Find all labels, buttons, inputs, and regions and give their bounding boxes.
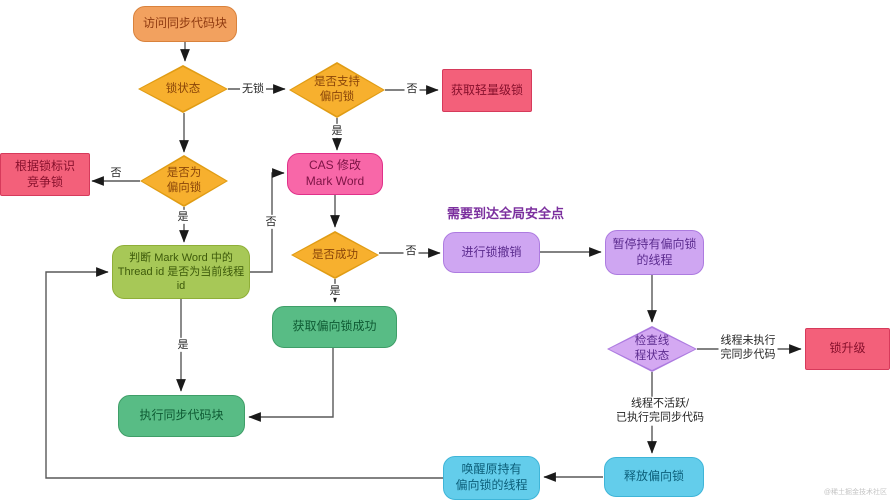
edge-label-yes: 是 <box>327 283 343 299</box>
node-label: 访问同步代码块 <box>142 16 227 31</box>
node-label: 释放偏向锁 <box>623 469 684 484</box>
edge-label-no: 否 <box>403 243 419 259</box>
node-get-biased-lock-success: 获取偏向锁成功 <box>272 306 397 348</box>
node-label: 获取偏向锁成功 <box>292 319 377 334</box>
node-get-lightweight-lock: 获取轻量级锁 <box>442 69 532 112</box>
node-judge-thread-id: 判断 Mark Word 中的 Thread id 是否为当前线程 id <box>112 245 250 299</box>
node-label: 检查线 程状态 <box>634 335 670 362</box>
node-label: 是否支持 偏向锁 <box>314 76 360 103</box>
node-wake-original-thread: 唤醒原持有 偏向锁的线程 <box>443 456 540 500</box>
edge-label-no: 否 <box>108 165 124 181</box>
node-label: 进行锁撤销 <box>461 244 522 259</box>
node-label: 执行同步代码块 <box>139 408 224 423</box>
node-label: 锁升级 <box>829 341 866 356</box>
node-lock-status: 锁状态 <box>138 65 228 113</box>
watermark: @稀土掘金技术社区 <box>823 489 887 496</box>
node-label: CAS 修改 Mark Word <box>305 158 365 188</box>
edge-label-thread-inactive: 线程不活跃/ 已执行完同步代码 <box>614 396 706 426</box>
edge-label-no: 否 <box>263 214 279 230</box>
node-release-biased-lock: 释放偏向锁 <box>604 457 704 497</box>
edge-label-no-lock: 无锁 <box>240 81 266 97</box>
edge-label-yes: 是 <box>329 123 345 139</box>
node-label: 锁状态 <box>165 82 201 95</box>
node-cas-success: 是否成功 <box>291 231 379 279</box>
node-cas-modify-markword: CAS 修改 Mark Word <box>287 153 383 195</box>
node-label: 唤醒原持有 偏向锁的线程 <box>455 462 528 492</box>
edge-label-thread-not-finished: 线程未执行 完同步代码 <box>718 333 778 363</box>
node-label: 根据锁标识 竞争锁 <box>14 158 75 189</box>
node-revoke-lock: 进行锁撤销 <box>443 232 540 273</box>
edge-label-yes: 是 <box>175 337 191 353</box>
node-label: 判断 Mark Word 中的 Thread id 是否为当前线程 id <box>117 251 245 293</box>
node-label: 是否为 偏向锁 <box>166 167 202 194</box>
node-pause-biased-thread: 暂停持有偏向锁 的线程 <box>605 230 704 275</box>
node-exec-sync-block: 执行同步代码块 <box>118 395 245 437</box>
node-is-biased-lock: 是否为 偏向锁 <box>140 155 228 207</box>
edge-label-no: 否 <box>404 81 420 97</box>
node-label: 是否成功 <box>312 248 358 261</box>
node-label: 暂停持有偏向锁 的线程 <box>612 236 697 267</box>
node-lock-upgrade: 锁升级 <box>805 328 890 370</box>
node-support-biased-lock: 是否支持 偏向锁 <box>289 62 385 118</box>
node-label: 获取轻量级锁 <box>450 82 523 97</box>
edge-label-yes: 是 <box>175 209 191 225</box>
node-compete-lock-by-flag: 根据锁标识 竞争锁 <box>0 153 90 196</box>
node-visit-sync-block: 访问同步代码块 <box>133 6 237 42</box>
safepoint-annotation: 需要到达全局安全点 <box>447 206 565 221</box>
node-check-thread-state: 检查线 程状态 <box>607 326 697 372</box>
